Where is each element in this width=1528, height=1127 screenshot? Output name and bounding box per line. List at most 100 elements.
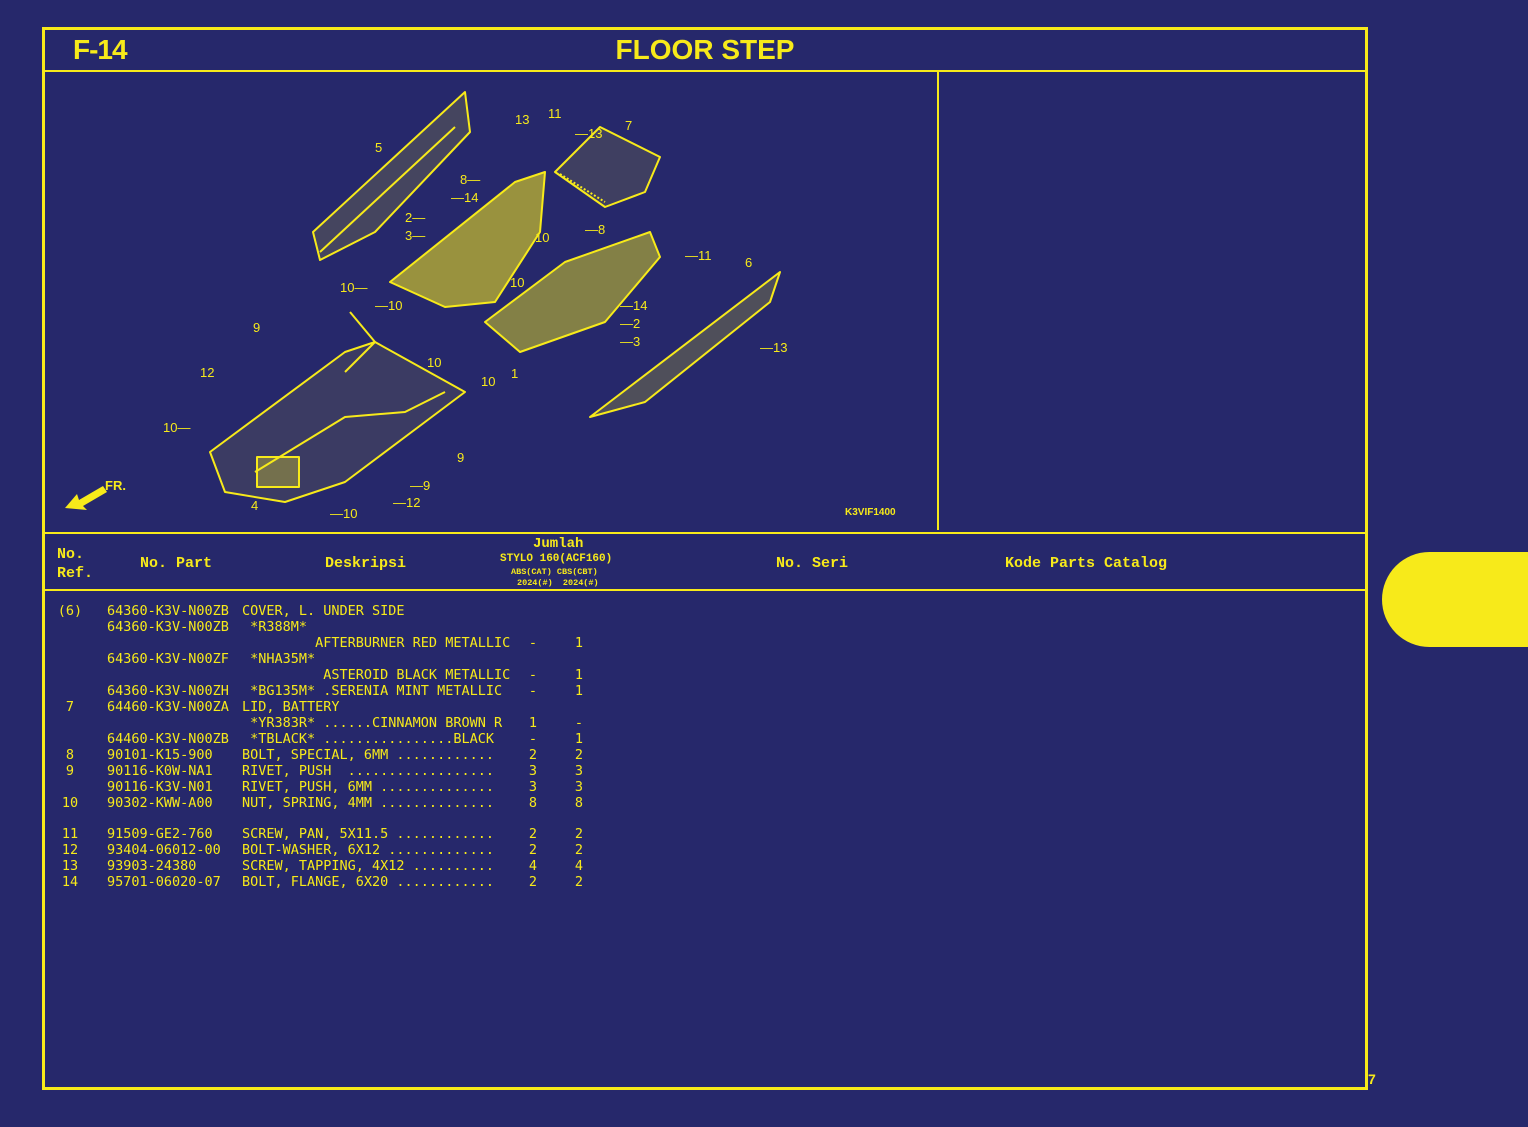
row-part: 90116-K3V-N01 [107,779,213,795]
row-qty-cbs: 8 [574,795,584,811]
page-number: 7 [1368,1071,1376,1087]
row-part: 64360-K3V-N00ZB [107,619,229,635]
row-desc: AFTERBURNER RED METALLIC [242,635,511,651]
row-part: 93404-06012-00 [107,842,221,858]
table-row: 90116-K3V-N01 RIVET, PUSH, 6MM ..........… [45,779,745,795]
empty-panel [939,72,1365,530]
page-tab[interactable] [1382,552,1528,647]
row-part: 64360-K3V-N00ZH [107,683,229,699]
page-header: F-14 FLOOR STEP [45,30,1365,72]
table-row: 64460-K3V-N00ZB *TBLACK* ...............… [45,731,745,747]
callout-10: 10— [340,280,367,295]
table-row: AFTERBURNER RED METALLIC-1 [45,635,745,651]
callout-10: 10 [481,374,495,389]
callout-3: 3— [405,228,425,243]
table-row: 64360-K3V-N00ZH *BG135M* .SERENIA MINT M… [45,683,745,699]
arrow-icon: FR. [65,478,126,510]
header-ref: No. Ref. [57,546,94,582]
callout-2: 2— [405,210,425,225]
row-qty-cbs: 2 [574,874,584,890]
row-part: 64460-K3V-N00ZB [107,731,229,747]
header-desc: Deskripsi [325,555,407,572]
callout-6: 6 [745,255,752,270]
row-desc: BOLT, SPECIAL, 6MM ............ [242,747,494,763]
callout-13: 13 [515,112,529,127]
callout-3: —3 [620,334,640,349]
row-desc: COVER, L. UNDER SIDE [242,603,405,619]
table-row: 11 91509-GE2-760 SCREW, PAN, 5X11.5 ......… [45,826,745,842]
row-desc: SCREW, TAPPING, 4X12 .......... [242,858,494,874]
page-code: F-14 [73,34,128,65]
row-qty-cbs: 1 [574,731,584,747]
callout-11: —11 [685,248,712,263]
part-1-shape [389,171,546,308]
row-desc: SCREW, PAN, 5X11.5 ............ [242,826,494,842]
row-qty-cbs: 4 [574,858,584,874]
callout-13: —13 [575,126,602,141]
table-row: 12 93404-06012-00 BOLT-WASHER, 6X12 ......… [45,842,745,858]
header-part: No. Part [140,555,213,572]
row-part: 91509-GE2-760 [107,826,213,842]
row-ref: 10 [61,795,79,811]
callout-8: 8— [460,172,480,187]
table-row: ASTEROID BLACK METALLIC-1 [45,667,745,683]
row-qty-cbs: - [574,715,584,731]
row-desc: *TBLACK* ................BLACK [242,731,494,747]
row-desc: LID, BATTERY [242,699,340,715]
table-row: 13 93903-24380 SCREW, TAPPING, 4X12 ......… [45,858,745,874]
header-variants: ABS(CAT) CBS(CBT) [511,567,598,577]
table-row: 64360-K3V-N00ZB *R388M* [45,619,745,635]
page-title: FLOOR STEP [615,34,795,65]
row-ref: 13 [61,858,79,874]
callout-10: 10 [535,230,549,245]
row-qty-abs: - [528,667,538,683]
exploded-diagram: 13 11 —13 7 5 8— —14 2— 3— 10 —8 —11 6 1… [45,72,939,530]
row-part: 64460-K3V-N00ZA [107,699,229,715]
row-qty-abs: 4 [528,858,538,874]
row-part: 93903-24380 [107,858,197,874]
row-desc: *YR383R* ......CINNAMON BROWN R [242,715,503,731]
callout-8: —8 [585,222,605,237]
callout-12: —12 [393,495,420,510]
row-ref: 12 [61,842,79,858]
callout-9: —9 [410,478,430,493]
row-desc: ASTEROID BLACK METALLIC [242,667,511,683]
header-model: STYLO 160(ACF160) [500,553,613,565]
row-desc: RIVET, PUSH, 6MM .............. [242,779,494,795]
table-header: No. Ref. No. Part Deskripsi Jumlah STYLO… [45,532,1365,591]
row-qty-cbs: 2 [574,826,584,842]
row-qty-abs: 3 [528,779,538,795]
row-ref: 11 [61,826,79,842]
fr-label: FR. [105,478,126,493]
row-desc: *BG135M* .SERENIA MINT METALLIC [242,683,503,699]
callout-5: 5 [375,140,382,155]
row-qty-abs: 2 [528,826,538,842]
row-qty-cbs: 2 [574,842,584,858]
row-part: 90302-KWW-A00 [107,795,213,811]
callout-2: —2 [620,316,640,331]
callout-4: 4 [251,498,258,513]
row-qty-abs: - [528,731,538,747]
parts-list: (6) 64360-K3V-N00ZB COVER, L. UNDER SIDE 6… [45,590,1365,1085]
row-qty-cbs: 2 [574,747,584,763]
catalog-frame: F-14 FLOOR STEP [42,27,1368,1090]
row-qty-cbs: 1 [574,635,584,651]
row-qty-abs: 2 [528,842,538,858]
row-ref: (6) [57,603,83,619]
row-desc: NUT, SPRING, 4MM .............. [242,795,494,811]
callout-10: —10 [375,298,402,313]
row-part: 90116-K0W-NA1 [107,763,213,779]
header-catalog: Kode Parts Catalog [1005,555,1168,572]
row-qty-cbs: 3 [574,779,584,795]
callout-14: —14 [451,190,478,205]
part-7-shape [554,126,661,208]
row-part: 90101-K15-900 [107,747,213,763]
row-qty-cbs: 3 [574,763,584,779]
callout-14: —14 [620,298,647,313]
row-desc: BOLT-WASHER, 6X12 ............. [242,842,494,858]
part-1b-shape [484,231,661,353]
